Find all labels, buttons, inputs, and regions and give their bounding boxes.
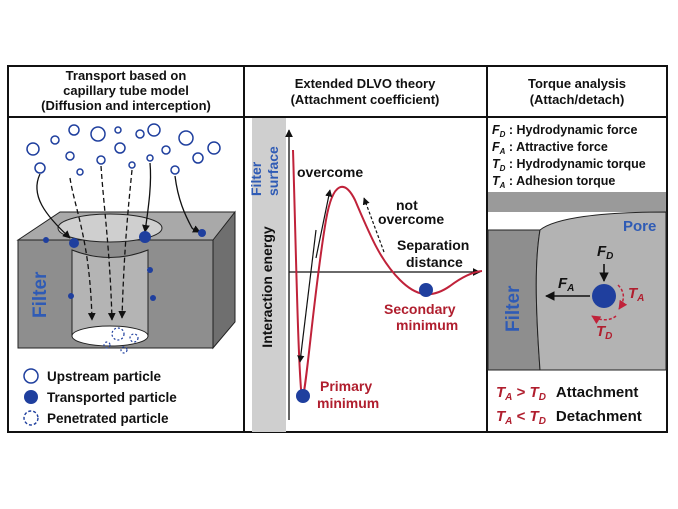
panel1-title-line3: (Diffusion and interception) (41, 98, 211, 113)
panel-transport: Transport based on capillary tube model … (16, 68, 236, 426)
definition-fd: FD : Hydrodynamic force (492, 123, 637, 139)
transported-particle (69, 238, 79, 248)
transported-particles (43, 229, 206, 301)
secondary-minimum-particle (419, 283, 433, 297)
td-arrow (591, 315, 617, 325)
legend: Upstream particle Transported particle P… (23, 368, 177, 426)
open-circle-icon (23, 368, 39, 384)
torque-particle (592, 284, 616, 308)
upstream-particle (192, 152, 204, 164)
upstream-particle (207, 141, 221, 155)
overcome-label: overcome (297, 164, 363, 180)
not-overcome-line1: not (396, 197, 418, 213)
upstream-particle (50, 135, 60, 145)
upstream-particle (65, 151, 75, 161)
primary-minimum-line2: minimum (317, 395, 379, 411)
definitions: FD : Hydrodynamic force FA : Attractive … (492, 123, 646, 190)
dlvo-curve (292, 149, 483, 403)
primary-minimum-particle (296, 389, 310, 403)
definition-ta: TA : Adhesion torque (492, 174, 615, 190)
definition-fa: FA : Attractive force (492, 140, 608, 156)
primary-minimum-line1: Primary (320, 378, 372, 394)
upstream-particle (68, 124, 80, 136)
secondary-minimum-line2: minimum (396, 317, 458, 333)
definition-td: TD : Hydrodynamic torque (492, 157, 646, 173)
td-label: TD (596, 323, 612, 342)
upstream-particle (90, 126, 106, 142)
upstream-particle (161, 145, 171, 155)
transported-particle (150, 295, 156, 301)
legend-transported-label: Transported particle (47, 390, 177, 405)
upstream-particle (26, 142, 40, 156)
transport-paths (36, 162, 201, 321)
filter-label-panel1: Filter (30, 271, 51, 318)
penetrated-particle (120, 346, 128, 354)
upstream-particle (34, 162, 46, 174)
filled-circle-icon (24, 390, 38, 404)
upstream-particle (128, 161, 136, 169)
fa-label: FA (558, 275, 574, 294)
transported-particle (198, 229, 206, 237)
filter-label-panel3: Filter (503, 285, 524, 332)
transported-particle (68, 293, 74, 299)
y-axis-label: Interaction energy (259, 226, 275, 348)
fd-label: FD (597, 243, 613, 262)
separation-line1: Separation (397, 237, 469, 253)
panel-torque: Torque analysis (Attach/detach) FD : Hyd… (487, 76, 667, 427)
overcome-down-arrow (297, 229, 317, 363)
panel2-title-line2: (Attachment coefficient) (291, 92, 440, 107)
filter-surface-line2: surface (265, 146, 281, 196)
upstream-particle (147, 123, 161, 137)
transported-particle (43, 237, 49, 243)
upstream-particle (178, 130, 194, 146)
penetrated-particle (111, 327, 125, 341)
upstream-particle (146, 154, 154, 162)
dashed-circle-icon (23, 410, 39, 426)
penetrated-particle (103, 341, 111, 349)
panel3-title-line1: Torque analysis (528, 76, 626, 91)
panel2-title-line1: Extended DLVO theory (295, 76, 436, 91)
outer-frame (7, 65, 668, 433)
transported-particle (147, 267, 153, 273)
panel3-title-line2: (Attach/detach) (530, 92, 625, 107)
panel1-title-line2: capillary tube model (63, 83, 189, 98)
upstream-particle (96, 155, 106, 165)
filter-surface-line1: Filter (248, 161, 264, 196)
upstream-particle (76, 168, 84, 176)
not-overcome-line2: overcome (378, 211, 444, 227)
penetrated-particles (103, 327, 139, 354)
panel1-title-line1: Transport based on (66, 68, 187, 83)
separation-line2: distance (406, 254, 463, 270)
ta-label: TA (628, 285, 644, 304)
ta-arrow (617, 284, 628, 310)
gray-band-top (488, 192, 666, 212)
not-overcome-arrow (362, 197, 385, 253)
transported-particle (139, 231, 151, 243)
pore-label: Pore (623, 218, 656, 235)
upstream-particle (135, 129, 145, 139)
upstream-particle (114, 142, 126, 154)
panel-dlvo: Extended DLVO theory (Attachment coeffic… (248, 76, 483, 432)
upstream-particle (170, 165, 180, 175)
legend-upstream-label: Upstream particle (47, 369, 162, 384)
filter-surface-band (252, 118, 286, 432)
overcome-up-arrow (315, 189, 333, 259)
upstream-particles (26, 123, 221, 176)
upstream-particle (114, 126, 122, 134)
penetrated-particle (129, 333, 139, 343)
secondary-minimum-line1: Secondary (384, 301, 456, 317)
legend-penetrated-label: Penetrated particle (47, 411, 169, 426)
